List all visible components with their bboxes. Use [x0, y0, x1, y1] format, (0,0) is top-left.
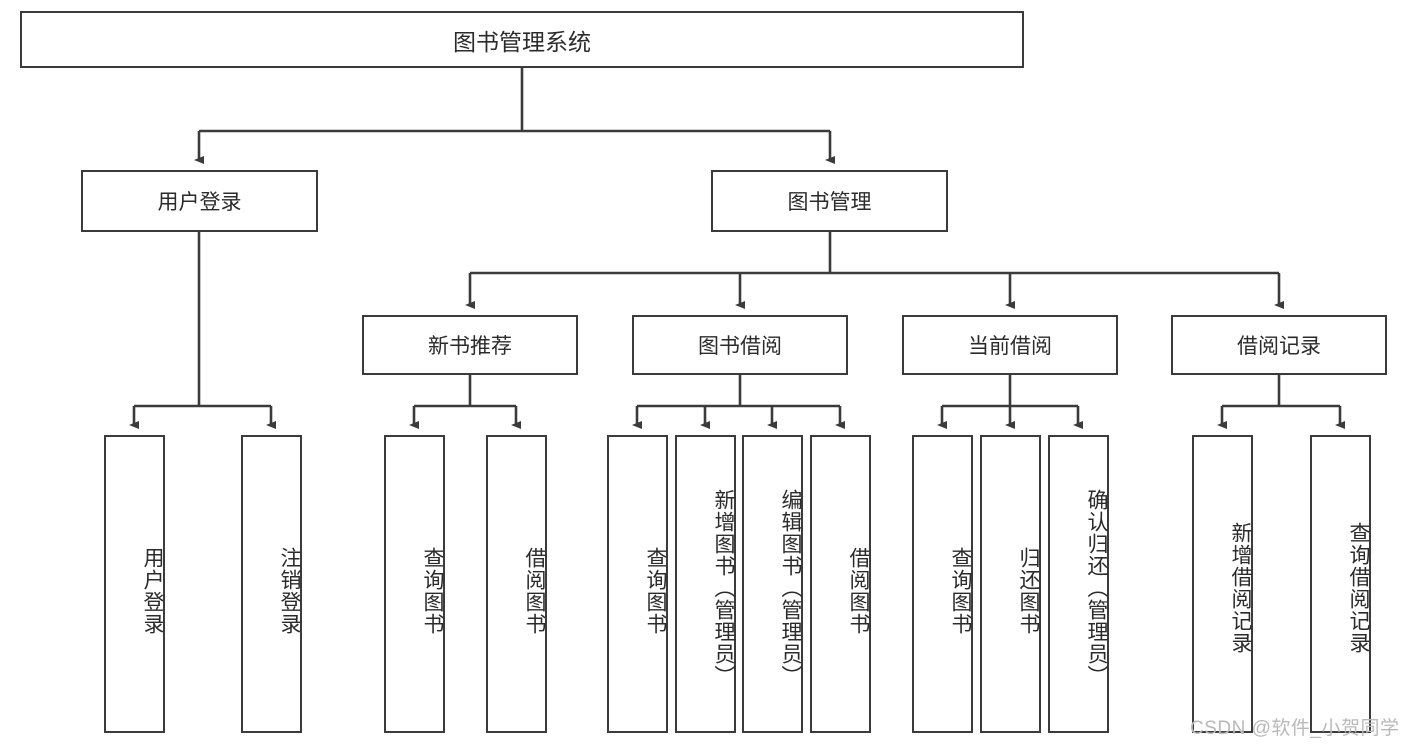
node-borrow-record[interactable]: 借阅记录 — [1171, 315, 1387, 375]
leaf-borrow-query-book-label: 查询图书 — [644, 547, 667, 635]
leaf-current-query-book[interactable]: 查询图书 — [912, 435, 973, 733]
leaf-current-return-book-label: 归还图书 — [1017, 547, 1040, 635]
node-book-management[interactable]: 图书管理 — [711, 170, 948, 232]
leaf-borrow-borrow-book-label: 借阅图书 — [847, 547, 870, 635]
leaf-current-confirm-return-label: 确认归还（管理员） — [1085, 489, 1108, 687]
leaf-current-confirm-return[interactable]: 确认归还（管理员） — [1048, 435, 1109, 733]
leaf-borrow-query-book[interactable]: 查询图书 — [607, 435, 668, 733]
csdn-watermark: CSDN @软件_小贺同学 — [1190, 718, 1400, 739]
node-user-login-label: 用户登录 — [157, 191, 242, 214]
leaf-borrow-borrow-book[interactable]: 借阅图书 — [810, 435, 871, 733]
leaf-new-book-borrow[interactable]: 借阅图书 — [486, 435, 547, 733]
leaf-borrow-add-book[interactable]: 新增图书（管理员） — [675, 435, 736, 733]
leaf-user-login-signout[interactable]: 注销登录 — [241, 435, 302, 733]
leaf-new-book-query-label: 查询图书 — [421, 547, 444, 635]
leaf-current-return-book[interactable]: 归还图书 — [980, 435, 1041, 733]
node-current-borrow[interactable]: 当前借阅 — [902, 315, 1118, 375]
leaf-new-book-query[interactable]: 查询图书 — [384, 435, 445, 733]
node-book-management-label: 图书管理 — [787, 191, 872, 214]
node-current-borrow-label: 当前借阅 — [968, 335, 1052, 358]
node-book-borrow-label: 图书借阅 — [698, 335, 782, 358]
leaf-current-query-book-label: 查询图书 — [949, 547, 972, 635]
leaf-user-login-signin[interactable]: 用户登录 — [104, 435, 165, 733]
node-new-book-recommend[interactable]: 新书推荐 — [362, 315, 578, 375]
leaf-record-add-label: 新增借阅记录 — [1229, 522, 1252, 654]
node-user-login[interactable]: 用户登录 — [81, 170, 318, 232]
node-book-borrow[interactable]: 图书借阅 — [632, 315, 848, 375]
node-root-label: 图书管理系统 — [453, 28, 591, 55]
leaf-new-book-borrow-label: 借阅图书 — [523, 547, 546, 635]
node-new-book-recommend-label: 新书推荐 — [428, 335, 512, 358]
leaf-borrow-add-book-label: 新增图书（管理员） — [712, 489, 735, 687]
node-root[interactable]: 图书管理系统 — [20, 11, 1024, 68]
leaf-record-add[interactable]: 新增借阅记录 — [1192, 435, 1253, 733]
leaf-user-login-signout-label: 注销登录 — [278, 547, 301, 635]
leaf-record-query[interactable]: 查询借阅记录 — [1310, 435, 1371, 733]
node-borrow-record-label: 借阅记录 — [1237, 335, 1321, 358]
leaf-user-login-signin-label: 用户登录 — [141, 547, 164, 635]
leaf-record-query-label: 查询借阅记录 — [1347, 522, 1370, 654]
leaf-borrow-edit-book-label: 编辑图书（管理员） — [779, 489, 802, 687]
leaf-borrow-edit-book[interactable]: 编辑图书（管理员） — [742, 435, 803, 733]
